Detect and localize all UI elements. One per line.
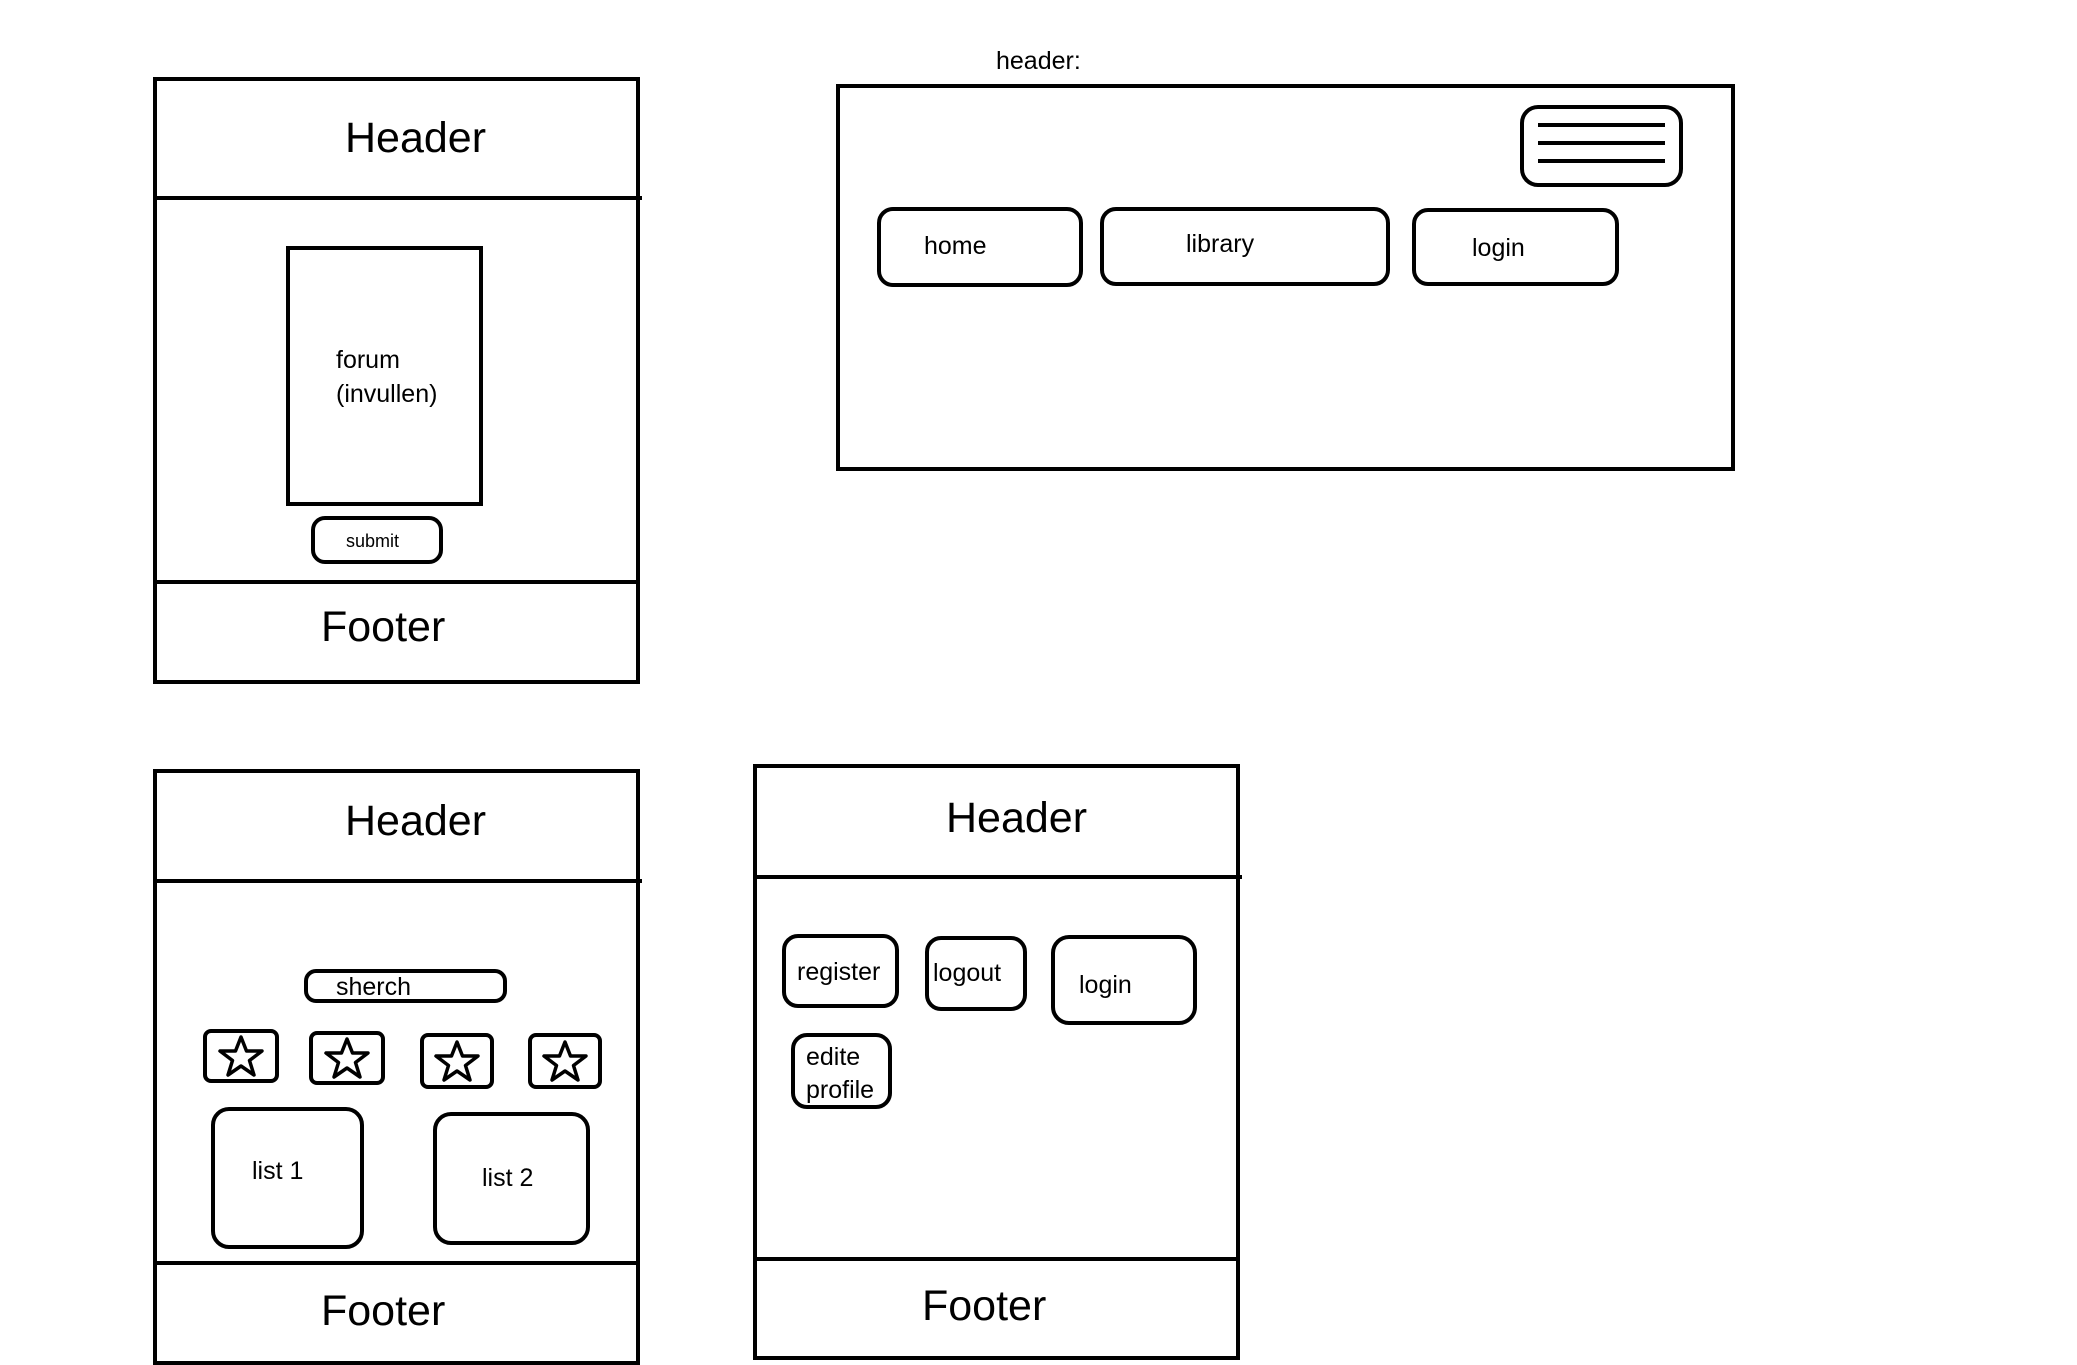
search-input[interactable]: sherch	[304, 969, 507, 1003]
login-button[interactable]: login	[1051, 935, 1197, 1025]
star-icon[interactable]	[309, 1031, 385, 1085]
register-label: register	[797, 958, 881, 986]
list-2-card[interactable]: list 2	[433, 1112, 590, 1245]
header-caption: header:	[996, 47, 1081, 75]
library-footer-label: Footer	[321, 1287, 446, 1335]
star-icon[interactable]	[420, 1033, 494, 1089]
forum-footer-label: Footer	[321, 603, 446, 651]
nav-library-label: library	[1186, 230, 1255, 258]
library-footer-divider	[153, 1261, 640, 1265]
account-footer-divider	[753, 1257, 1240, 1261]
account-header-label: Header	[946, 794, 1088, 842]
edit-profile-label-line2: profile	[806, 1076, 875, 1104]
nav-home-button[interactable]: home	[877, 207, 1083, 287]
forum-form-box[interactable]: forum (invullen)	[286, 246, 483, 506]
library-header-divider	[153, 879, 642, 883]
hamburger-menu-icon[interactable]	[1520, 105, 1683, 187]
register-button[interactable]: register	[782, 934, 899, 1008]
forum-footer-divider	[153, 580, 640, 584]
submit-button[interactable]: submit	[311, 516, 443, 564]
library-header-label: Header	[345, 797, 487, 845]
account-header-divider	[753, 875, 1242, 879]
account-footer-label: Footer	[922, 1282, 1047, 1330]
star-icon[interactable]	[203, 1029, 279, 1083]
login-label: login	[1079, 971, 1132, 999]
forum-header-divider	[153, 196, 642, 200]
list-1-card[interactable]: list 1	[211, 1107, 364, 1249]
logout-button[interactable]: logout	[925, 936, 1027, 1011]
star-icon[interactable]	[528, 1033, 602, 1089]
edit-profile-button[interactable]: edite profile	[791, 1033, 892, 1109]
edit-profile-label-line1: edite	[806, 1043, 861, 1071]
nav-home-label: home	[924, 232, 987, 260]
nav-login-label: login	[1472, 234, 1525, 262]
nav-login-button[interactable]: login	[1412, 208, 1619, 286]
forum-form-text-line2: (invullen)	[336, 380, 438, 408]
logout-label: logout	[933, 959, 1002, 987]
list-2-label: list 2	[482, 1164, 534, 1192]
submit-button-label: submit	[346, 531, 400, 551]
search-placeholder: sherch	[336, 973, 412, 1001]
forum-header-label: Header	[345, 114, 487, 162]
forum-form-text-line1: forum	[336, 346, 400, 374]
nav-library-button[interactable]: library	[1100, 207, 1390, 286]
list-1-label: list 1	[252, 1157, 304, 1185]
